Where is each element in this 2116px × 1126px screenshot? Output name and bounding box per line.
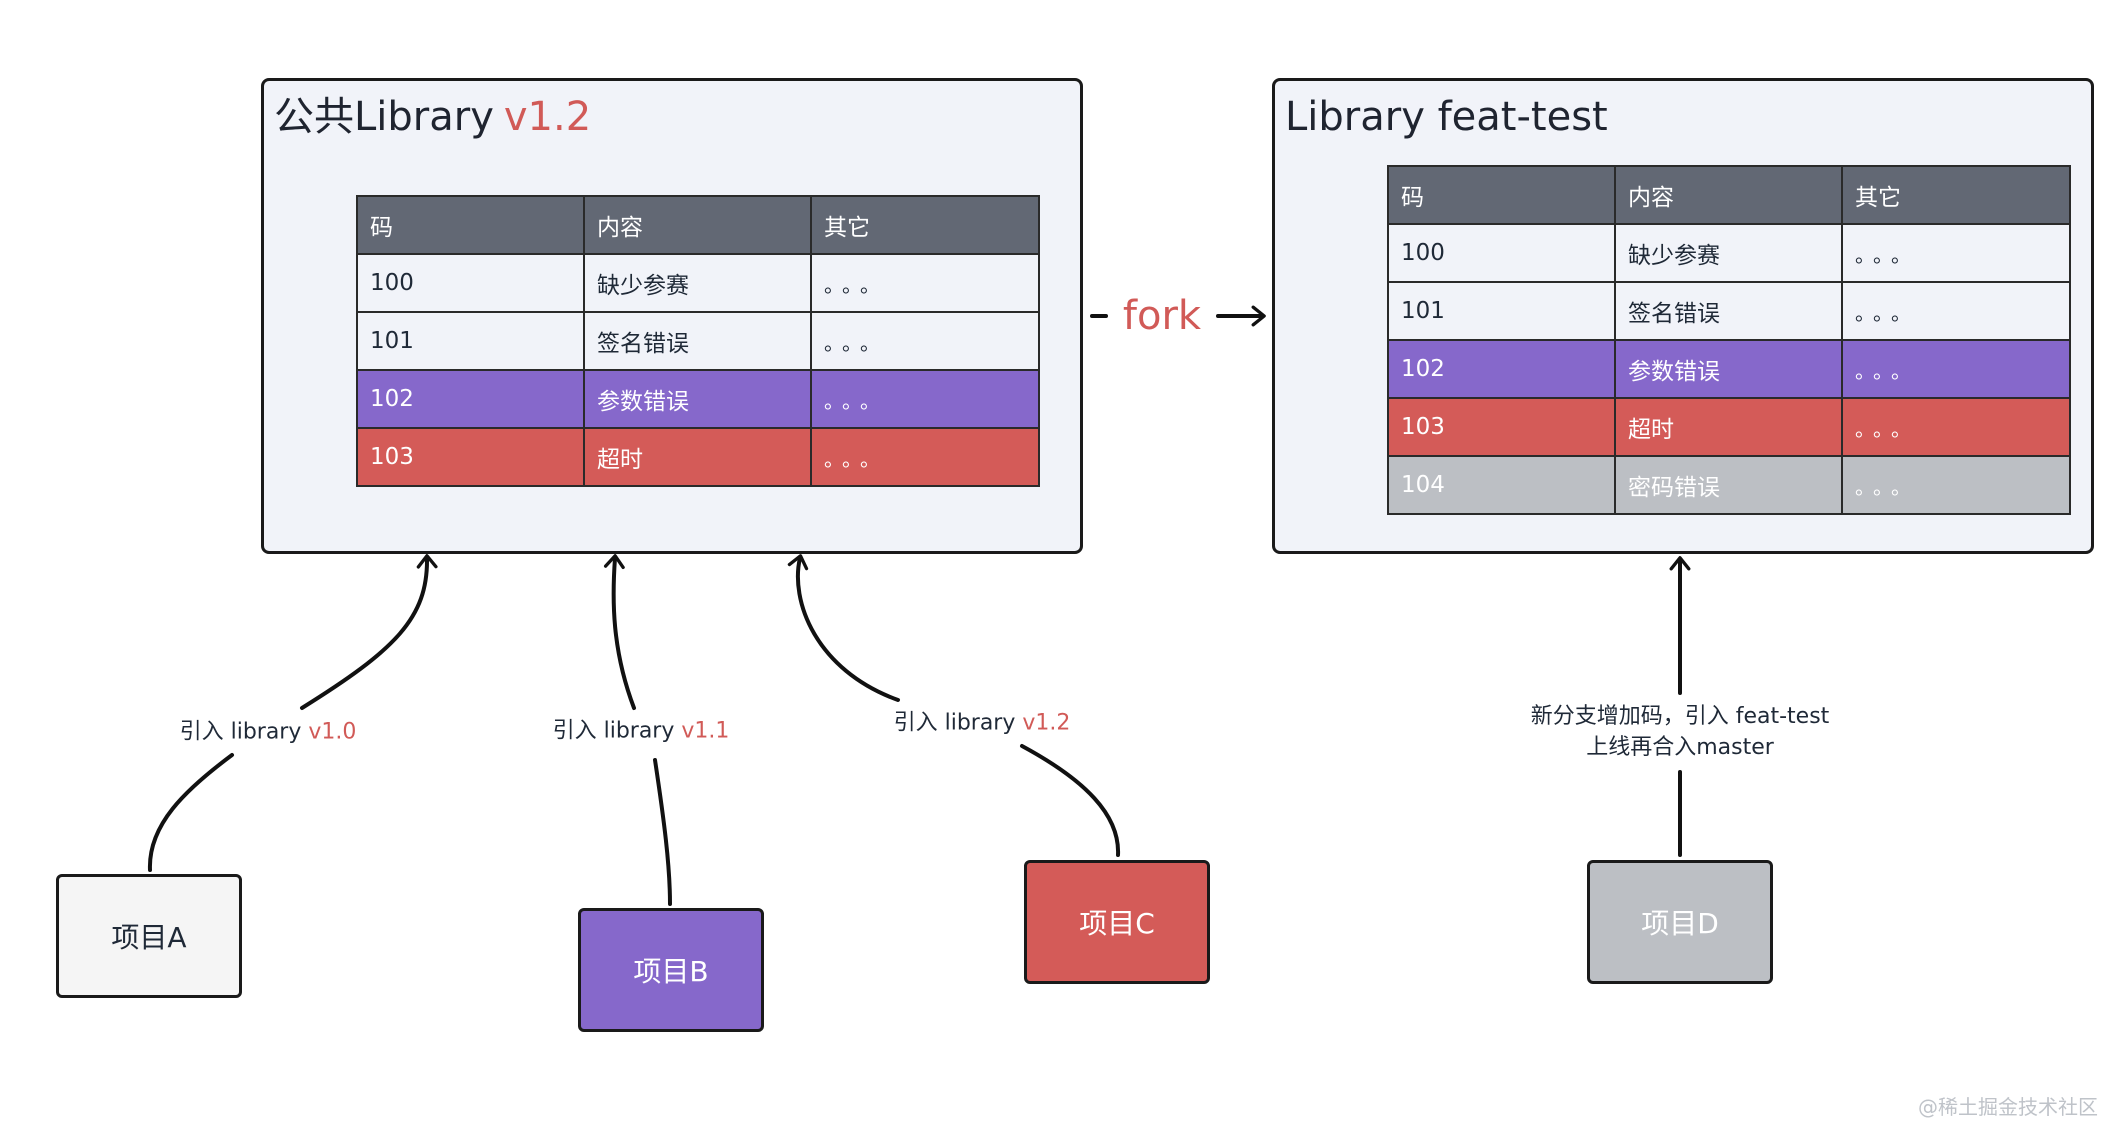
- table-header-row: 码 内容 其它: [356, 195, 1040, 255]
- header-content: 内容: [1614, 165, 1843, 225]
- edge-b-upper: [603, 554, 636, 710]
- table-row: 102 参数错误 。。。: [356, 369, 1040, 429]
- cell-code: 100: [1387, 223, 1616, 283]
- edge-label-line1: 新分支增加码，引入 feat-test: [1530, 704, 1830, 730]
- edge-label-version: v1.2: [1022, 710, 1071, 736]
- cell-code: 103: [356, 427, 585, 487]
- cell-content: 签名错误: [1614, 281, 1843, 341]
- panel-title-text: 公共Library: [274, 94, 494, 140]
- cell-content: 参数错误: [1614, 339, 1843, 399]
- edge-label-prefix: 引入 library: [179, 719, 309, 745]
- panel-title: Library feat-test: [1285, 94, 1608, 140]
- cell-other: 。。。: [810, 253, 1040, 313]
- table-row: 101 签名错误 。。。: [1387, 281, 2071, 341]
- edge-label-b: 引入 library v1.1: [546, 714, 736, 750]
- table-row: 101 签名错误 。。。: [356, 311, 1040, 371]
- edge-label-prefix: 引入 library: [552, 718, 682, 744]
- cell-code: 103: [1387, 397, 1616, 457]
- edge-label-line2: 上线再合入master: [1586, 735, 1774, 760]
- code-table: 码 内容 其它 100 缺少参赛 。。。 101 签名错误 。。。 102 参数…: [1387, 165, 2071, 515]
- panel-version: v1.2: [503, 94, 592, 140]
- cell-content: 缺少参赛: [583, 253, 812, 313]
- header-other: 其它: [810, 195, 1040, 255]
- project-label: 项目A: [111, 921, 187, 954]
- feat-test-library-panel: Library feat-test 码 内容 其它 100 缺少参赛 。。。 1…: [1272, 78, 2094, 554]
- cell-code: 101: [1387, 281, 1616, 341]
- project-d-box[interactable]: 项目D: [1587, 860, 1773, 984]
- project-a-box[interactable]: 项目A: [56, 874, 242, 998]
- table-row: 100 缺少参赛 。。。: [1387, 223, 2071, 283]
- cell-code: 100: [356, 253, 585, 313]
- edge-c-lower: [1020, 744, 1121, 857]
- edge-label-a: 引入 library v1.0: [173, 715, 363, 751]
- cell-other: 。。。: [1841, 397, 2071, 457]
- cell-other: 。。。: [1841, 281, 2071, 341]
- cell-content: 参数错误: [583, 369, 812, 429]
- header-code: 码: [356, 195, 585, 255]
- header-code: 码: [1387, 165, 1616, 225]
- project-c-box[interactable]: 项目C: [1024, 860, 1210, 984]
- edge-label-version: v1.0: [308, 719, 357, 745]
- cell-content: 密码错误: [1614, 455, 1843, 515]
- code-table: 码 内容 其它 100 缺少参赛 。。。 101 签名错误 。。。 102 参数…: [356, 195, 1040, 487]
- edge-c-upper: [787, 554, 900, 702]
- cell-content: 超时: [583, 427, 812, 487]
- cell-code: 104: [1387, 455, 1616, 515]
- cell-other: 。。。: [810, 369, 1040, 429]
- edge-b-lower: [653, 758, 672, 906]
- cell-code: 102: [1387, 339, 1616, 399]
- table-row: 104 密码错误 。。。: [1387, 455, 2071, 515]
- cell-other: 。。。: [1841, 223, 2071, 283]
- project-label: 项目C: [1079, 907, 1155, 940]
- table-header-row: 码 内容 其它: [1387, 165, 2071, 225]
- project-label: 项目B: [633, 955, 709, 988]
- header-other: 其它: [1841, 165, 2071, 225]
- cell-content: 超时: [1614, 397, 1843, 457]
- table-row: 103 超时 。。。: [1387, 397, 2071, 457]
- project-b-box[interactable]: 项目B: [578, 908, 764, 1032]
- cell-other: 。。。: [1841, 339, 2071, 399]
- watermark: @稀土掘金技术社区: [1918, 1095, 2098, 1119]
- fork-label: fork: [1122, 293, 1202, 339]
- cell-content: 签名错误: [583, 311, 812, 371]
- edge-a-lower: [147, 753, 234, 872]
- header-content: 内容: [583, 195, 812, 255]
- edge-label-version: v1.1: [681, 718, 730, 744]
- edge-label-prefix: 引入 library: [893, 710, 1023, 736]
- table-row: 102 参数错误 。。。: [1387, 339, 2071, 399]
- edge-label-d: 新分支增加码，引入 feat-test 上线再合入master: [1524, 700, 1836, 766]
- project-label: 项目D: [1641, 907, 1719, 940]
- edge-a-upper: [300, 554, 438, 710]
- cell-other: 。。。: [810, 311, 1040, 371]
- cell-other: 。。。: [1841, 455, 2071, 515]
- table-row: 103 超时 。。。: [356, 427, 1040, 487]
- cell-code: 102: [356, 369, 585, 429]
- cell-content: 缺少参赛: [1614, 223, 1843, 283]
- cell-other: 。。。: [810, 427, 1040, 487]
- table-row: 100 缺少参赛 。。。: [356, 253, 1040, 313]
- edge-label-c: 引入 library v1.2: [887, 706, 1077, 742]
- cell-code: 101: [356, 311, 585, 371]
